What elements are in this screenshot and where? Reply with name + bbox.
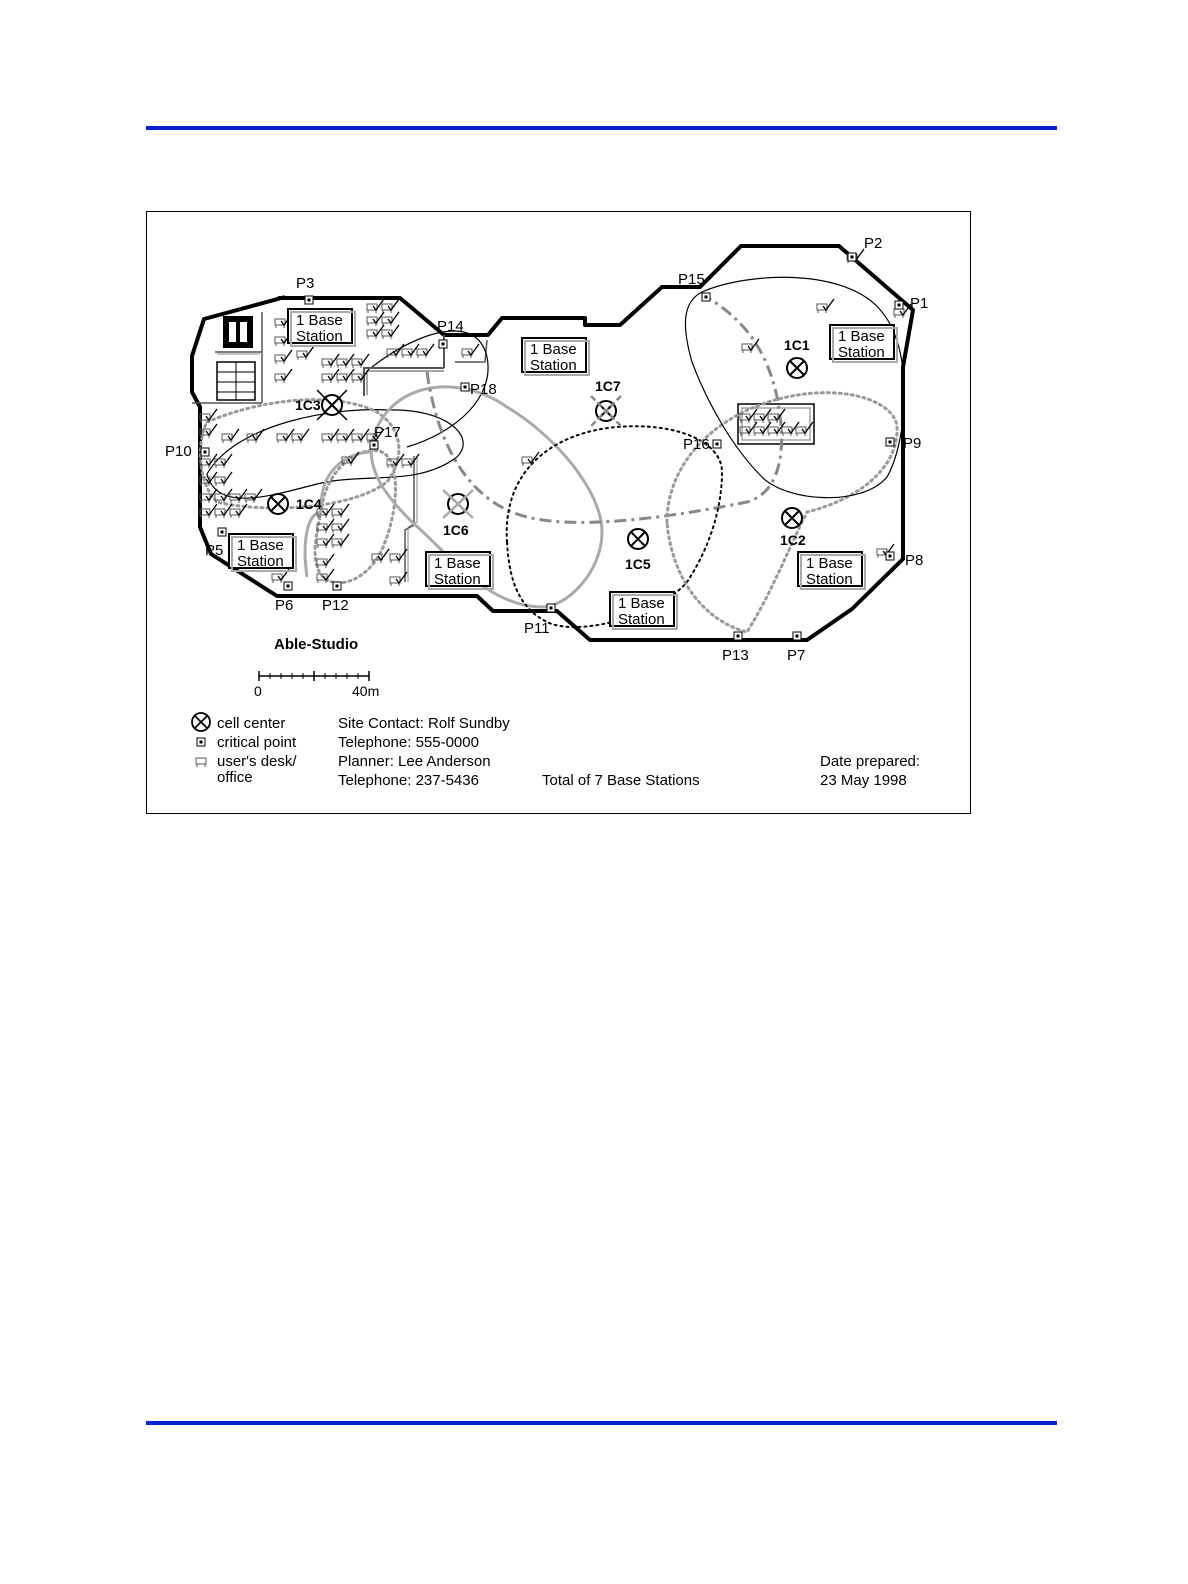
legend-label: critical point	[217, 734, 297, 751]
point-label: P11	[524, 620, 550, 637]
base-station-label: 1 Base	[838, 328, 885, 345]
point-label: P10	[165, 443, 192, 460]
building-outline	[191, 246, 889, 644]
point-label: P8	[905, 552, 923, 569]
point-label: P16	[683, 436, 710, 453]
point-label: P1	[910, 295, 928, 312]
site-contact: Site Contact: Rolf Sundby	[338, 715, 510, 732]
base-station-label: 1 Base	[296, 312, 343, 329]
base-station-label: Station	[296, 328, 343, 345]
top-rule	[146, 126, 1057, 130]
planner: Planner: Lee Anderson	[338, 753, 491, 770]
point-label: P7	[787, 647, 805, 664]
cell-label-1c6: 1C6	[443, 522, 469, 538]
cell-label-1c4: 1C4	[296, 496, 322, 512]
critical-point-icon	[196, 737, 206, 747]
cell-label-1c1: 1C1	[784, 337, 810, 353]
legend: cell center critical point user's desk/ …	[191, 712, 297, 786]
point-label: P6	[275, 597, 293, 614]
site-name: Able-Studio	[274, 636, 358, 653]
legend-label: cell center	[217, 715, 285, 732]
point-label: P12	[322, 597, 349, 614]
scale-bar	[258, 671, 370, 681]
cell-label-1c3: 1C3	[295, 397, 321, 413]
total-base-stations: Total of 7 Base Stations	[542, 772, 700, 789]
point-label: P2	[864, 235, 882, 252]
site-phone: Telephone: 555-0000	[338, 734, 479, 751]
cell-label-1c5: 1C5	[625, 556, 651, 572]
point-label: P17	[374, 424, 401, 441]
base-station-label: 1 Base	[434, 555, 481, 572]
cell-label-1c2: 1C2	[780, 532, 806, 548]
planner-phone: Telephone: 237-5436	[338, 772, 479, 789]
legend-label: office	[217, 769, 253, 786]
base-station-label: Station	[618, 611, 665, 628]
base-station-label: Station	[806, 571, 853, 588]
user-desk-icon	[195, 757, 207, 767]
base-station-label: 1 Base	[237, 537, 284, 554]
base-station-label: 1 Base	[806, 555, 853, 572]
point-label: P3	[296, 275, 314, 292]
scale-end-label: 40m	[352, 683, 379, 699]
legend-label: user's desk/	[217, 753, 297, 770]
base-station-label: Station	[530, 357, 577, 374]
point-label: P18	[470, 381, 497, 398]
point-label: P5	[205, 542, 223, 559]
date-label: Date prepared:	[820, 753, 920, 770]
point-label: P14	[437, 318, 464, 335]
point-label: P9	[903, 435, 921, 452]
base-station-label: Station	[434, 571, 481, 588]
base-station-label: 1 Base	[530, 341, 577, 358]
base-station-label: Station	[838, 344, 885, 361]
cell-center-icon	[786, 357, 808, 379]
bottom-rule	[146, 1421, 1057, 1425]
point-label: P13	[722, 647, 749, 664]
date-value: 23 May 1998	[820, 772, 907, 789]
base-station-label: 1 Base	[618, 595, 665, 612]
building-wall	[190, 244, 915, 642]
point-label: P15	[678, 271, 705, 288]
cell-label-1c7: 1C7	[595, 378, 621, 394]
base-station-label: Station	[237, 553, 284, 570]
scale-start-label: 0	[254, 683, 262, 699]
